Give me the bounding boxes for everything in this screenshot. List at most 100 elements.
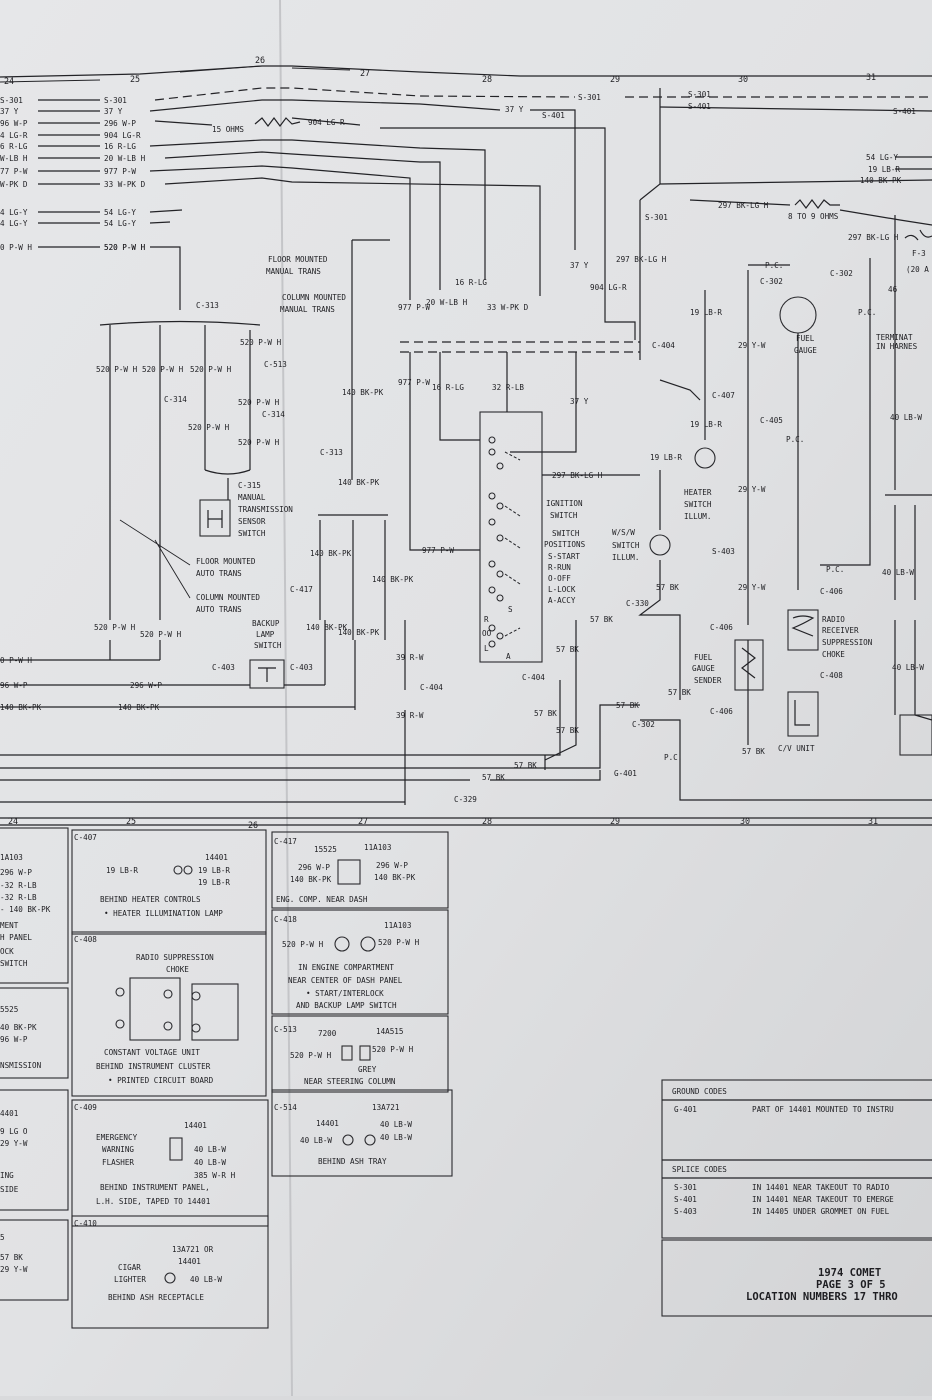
label-520-c: 520 P-W H	[190, 365, 232, 374]
ign-mark-oo: OO	[482, 629, 492, 638]
label-37-b: 37 Y	[570, 397, 589, 406]
label-c329: C-329	[454, 795, 477, 804]
label-297-right: 297 BK-LG H	[848, 233, 899, 242]
label-520-a: 520 P-W H	[96, 365, 138, 374]
left-bus-label-partial: 96 W-P	[0, 119, 28, 128]
label-heater-2: SWITCH	[684, 500, 712, 509]
left-b-1: 40 BK-PK	[0, 1023, 37, 1032]
left-bus-label-partial: W-PK D	[0, 180, 28, 189]
label-40-b: 40 LB-W	[882, 568, 914, 577]
left-bus-label: 37 Y	[104, 107, 123, 116]
left-d-0: 5	[0, 1233, 5, 1242]
label-140-b: 140 BK-PK	[338, 478, 380, 487]
ign-mark-r: R	[484, 615, 489, 624]
manual-trans-area	[0, 320, 261, 661]
left-bus-label-partial: 0 P-W H	[0, 243, 32, 252]
label-c407: C-407	[712, 391, 735, 400]
label-57-b: 57 BK	[556, 645, 579, 654]
left-bus-label-partial: S-301	[0, 96, 23, 105]
left-a-4: - 140 BK-PK	[0, 905, 51, 914]
splice-code-1: S-401	[674, 1195, 697, 1204]
routing-wires	[149, 87, 932, 360]
label-904: 904 LG-R	[308, 118, 345, 127]
label-520-d: 520 P-W H	[240, 338, 282, 347]
label-29-b: 29 Y-W	[738, 485, 766, 494]
label-floor-manual-2: MANUAL TRANS	[266, 267, 321, 276]
c410-part2: 14401	[178, 1257, 201, 1266]
left-b-2: 96 W-P	[0, 1035, 28, 1044]
label-297v: 297 BK-LG H	[616, 255, 667, 264]
label-pc-3: P.C.	[664, 753, 682, 762]
zone-29: 29	[610, 74, 620, 84]
c410-id: C-410	[74, 1219, 97, 1228]
c408-id: C-408	[74, 935, 97, 944]
c409-loc1: BEHIND INSTRUMENT PANEL,	[100, 1183, 210, 1192]
label-floor-auto-1: FLOOR MOUNTED	[196, 557, 256, 566]
zone-30-bottom: 30	[740, 816, 750, 826]
label-57-d: 57 BK	[556, 726, 579, 735]
ign-mark-a: A	[506, 652, 511, 661]
label-radio-2: RECEIVER	[822, 626, 859, 635]
label-pos-0: SWITCH	[552, 529, 580, 538]
label-pos-6: A-ACCY	[548, 596, 576, 605]
c514-p2: 13A721	[372, 1103, 400, 1112]
left-d-1: 57 BK	[0, 1253, 23, 1262]
splice-desc-2: IN 14405 UNDER GROMMET ON FUEL	[752, 1207, 890, 1216]
label-s401-far: S-401	[893, 107, 916, 116]
label-radio-3: SUPPRESSION	[822, 638, 873, 647]
label-520-f: 520 P-W H	[188, 423, 230, 432]
left-bus-label-partial: 4 LG-Y	[0, 208, 28, 217]
ign-mark-s: S	[508, 605, 513, 614]
label-140-mid: 140 BK-PK	[118, 703, 160, 712]
title-page: PAGE 3 OF 5	[816, 1279, 886, 1291]
label-c313-b: C-313	[320, 448, 343, 457]
c417-l2: 140 BK-PK	[290, 875, 332, 884]
left-b-3: NSMISSION	[0, 1061, 42, 1070]
c408-title2: CHOKE	[166, 965, 189, 974]
left-a-8: SWITCH	[0, 959, 28, 968]
c513-loc: NEAR STEERING COLUMN	[304, 1077, 396, 1086]
label-mts-4: SWITCH	[238, 529, 266, 538]
splice-code-0: S-301	[674, 1183, 697, 1192]
label-pos-2: S-START	[548, 552, 580, 561]
label-8-9-ohms: 8 TO 9 OHMS	[788, 212, 839, 221]
left-a-6: H PANEL	[0, 933, 32, 942]
label-296-mid: 296 W-P	[130, 681, 162, 690]
label-c302-c: C-302	[632, 720, 655, 729]
ground-desc-0: PART OF 14401 MOUNTED TO INSTRU	[752, 1105, 894, 1114]
label-c314-a: C-314	[164, 395, 187, 404]
label-backup-2: LAMP	[256, 630, 275, 639]
label-sender-3: SENDER	[694, 676, 722, 685]
label-column-manual-1: COLUMN MOUNTED	[282, 293, 346, 302]
label-520-g: 520 P-W H	[238, 438, 280, 447]
c407-left: 19 LB-R	[106, 866, 138, 875]
label-140-a: 140 BK-PK	[342, 388, 384, 397]
left-bus-label: 977 P-W	[104, 167, 136, 176]
label-c403-b: C-403	[290, 663, 313, 672]
c418-loc1: IN ENGINE COMPARTMENT	[298, 963, 394, 972]
label-s403: S-403	[712, 547, 735, 556]
label-c513: C-513	[264, 360, 287, 369]
label-sender-1: FUEL	[694, 653, 713, 662]
zone-28: 28	[482, 74, 492, 84]
left-bus-label-partial: 4 LG-R	[0, 131, 28, 140]
label-297-ign: 297 BK-LG H	[552, 471, 603, 480]
label-wsw-1: W/S/W	[612, 528, 635, 537]
label-backup-1: BACKUP	[252, 619, 280, 628]
label-fuse-1: F-3	[912, 249, 926, 258]
label-pos-3: R-RUN	[548, 563, 571, 572]
label-floor-manual-1: FLOOR MOUNTED	[268, 255, 328, 264]
c409-loc2: L.H. SIDE, TAPED TO 14401	[96, 1197, 211, 1206]
label-radio-4: CHOKE	[822, 650, 845, 659]
zone-25: 25	[130, 74, 140, 84]
panel-text: C-407 14401 19 LB-R 19 LB-R 19 LB-R BEHI…	[0, 833, 898, 1303]
label-heater-1: HEATER	[684, 488, 712, 497]
label-19-b: 19 LB-R	[690, 420, 722, 429]
zone-28-bottom: 28	[482, 816, 492, 826]
label-37y-top: 37 Y	[505, 105, 524, 114]
c514-p1: 14401	[316, 1119, 339, 1128]
c407-id: C-407	[74, 833, 97, 842]
label-s301-right: S-301	[688, 90, 711, 99]
